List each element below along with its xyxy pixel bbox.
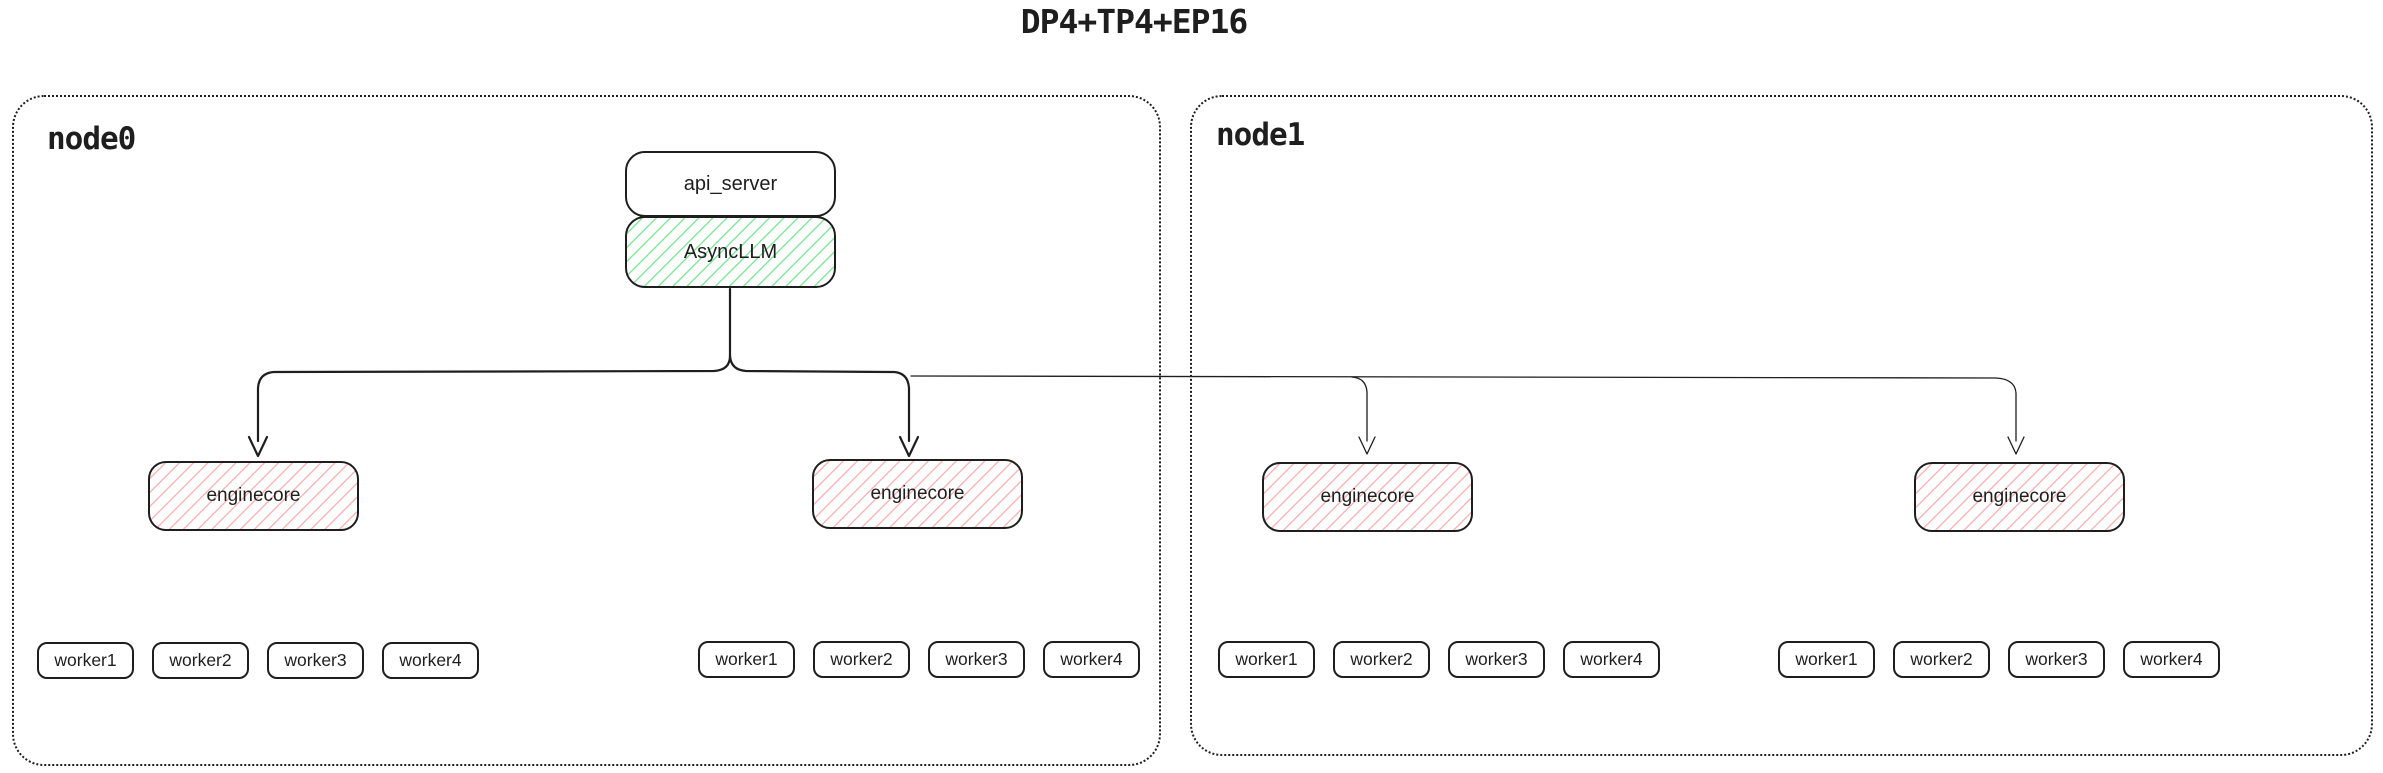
worker-box: worker3 [267, 642, 364, 679]
worker-row-node0-group1: worker1 worker2 worker3 worker4 [37, 642, 479, 679]
worker-box: worker1 [698, 641, 795, 678]
worker-box: worker2 [1893, 641, 1990, 678]
worker-box: worker4 [382, 642, 479, 679]
worker-box: worker1 [1218, 641, 1315, 678]
node1-container: node1 [1190, 95, 2373, 756]
worker-box: worker2 [813, 641, 910, 678]
asyncllm-label: AsyncLLM [683, 240, 778, 263]
node0-container: node0 [12, 95, 1161, 766]
enginecore-box-2: enginecore [812, 459, 1023, 529]
enginecore-label: enginecore [206, 485, 301, 506]
enginecore-label: enginecore [870, 483, 965, 504]
worker-box: worker3 [1448, 641, 1545, 678]
enginecore-box-4: enginecore [1914, 462, 2125, 532]
worker-row-node1-group2: worker1 worker2 worker3 worker4 [1778, 641, 2220, 678]
worker-box: worker3 [2008, 641, 2105, 678]
api-server-box: api_server [625, 151, 836, 217]
enginecore-label: enginecore [1972, 486, 2067, 507]
worker-row-node0-group2: worker1 worker2 worker3 worker4 [698, 641, 1140, 678]
worker-box: worker1 [1778, 641, 1875, 678]
enginecore-box-1: enginecore [148, 461, 359, 531]
worker-box: worker3 [928, 641, 1025, 678]
worker-box: worker1 [37, 642, 134, 679]
worker-box: worker4 [1043, 641, 1140, 678]
asyncllm-box: AsyncLLM [625, 216, 836, 288]
worker-box: worker4 [2123, 641, 2220, 678]
worker-box: worker2 [152, 642, 249, 679]
api-server-label: api_server [683, 172, 778, 195]
worker-box: worker2 [1333, 641, 1430, 678]
diagram-title: DP4+TP4+EP16 [1020, 2, 1248, 41]
enginecore-box-3: enginecore [1262, 462, 1473, 532]
node1-label: node1 [1216, 117, 1305, 153]
worker-row-node1-group1: worker1 worker2 worker3 worker4 [1218, 641, 1660, 678]
worker-box: worker4 [1563, 641, 1660, 678]
node0-label: node0 [47, 121, 136, 157]
enginecore-label: enginecore [1320, 486, 1415, 507]
